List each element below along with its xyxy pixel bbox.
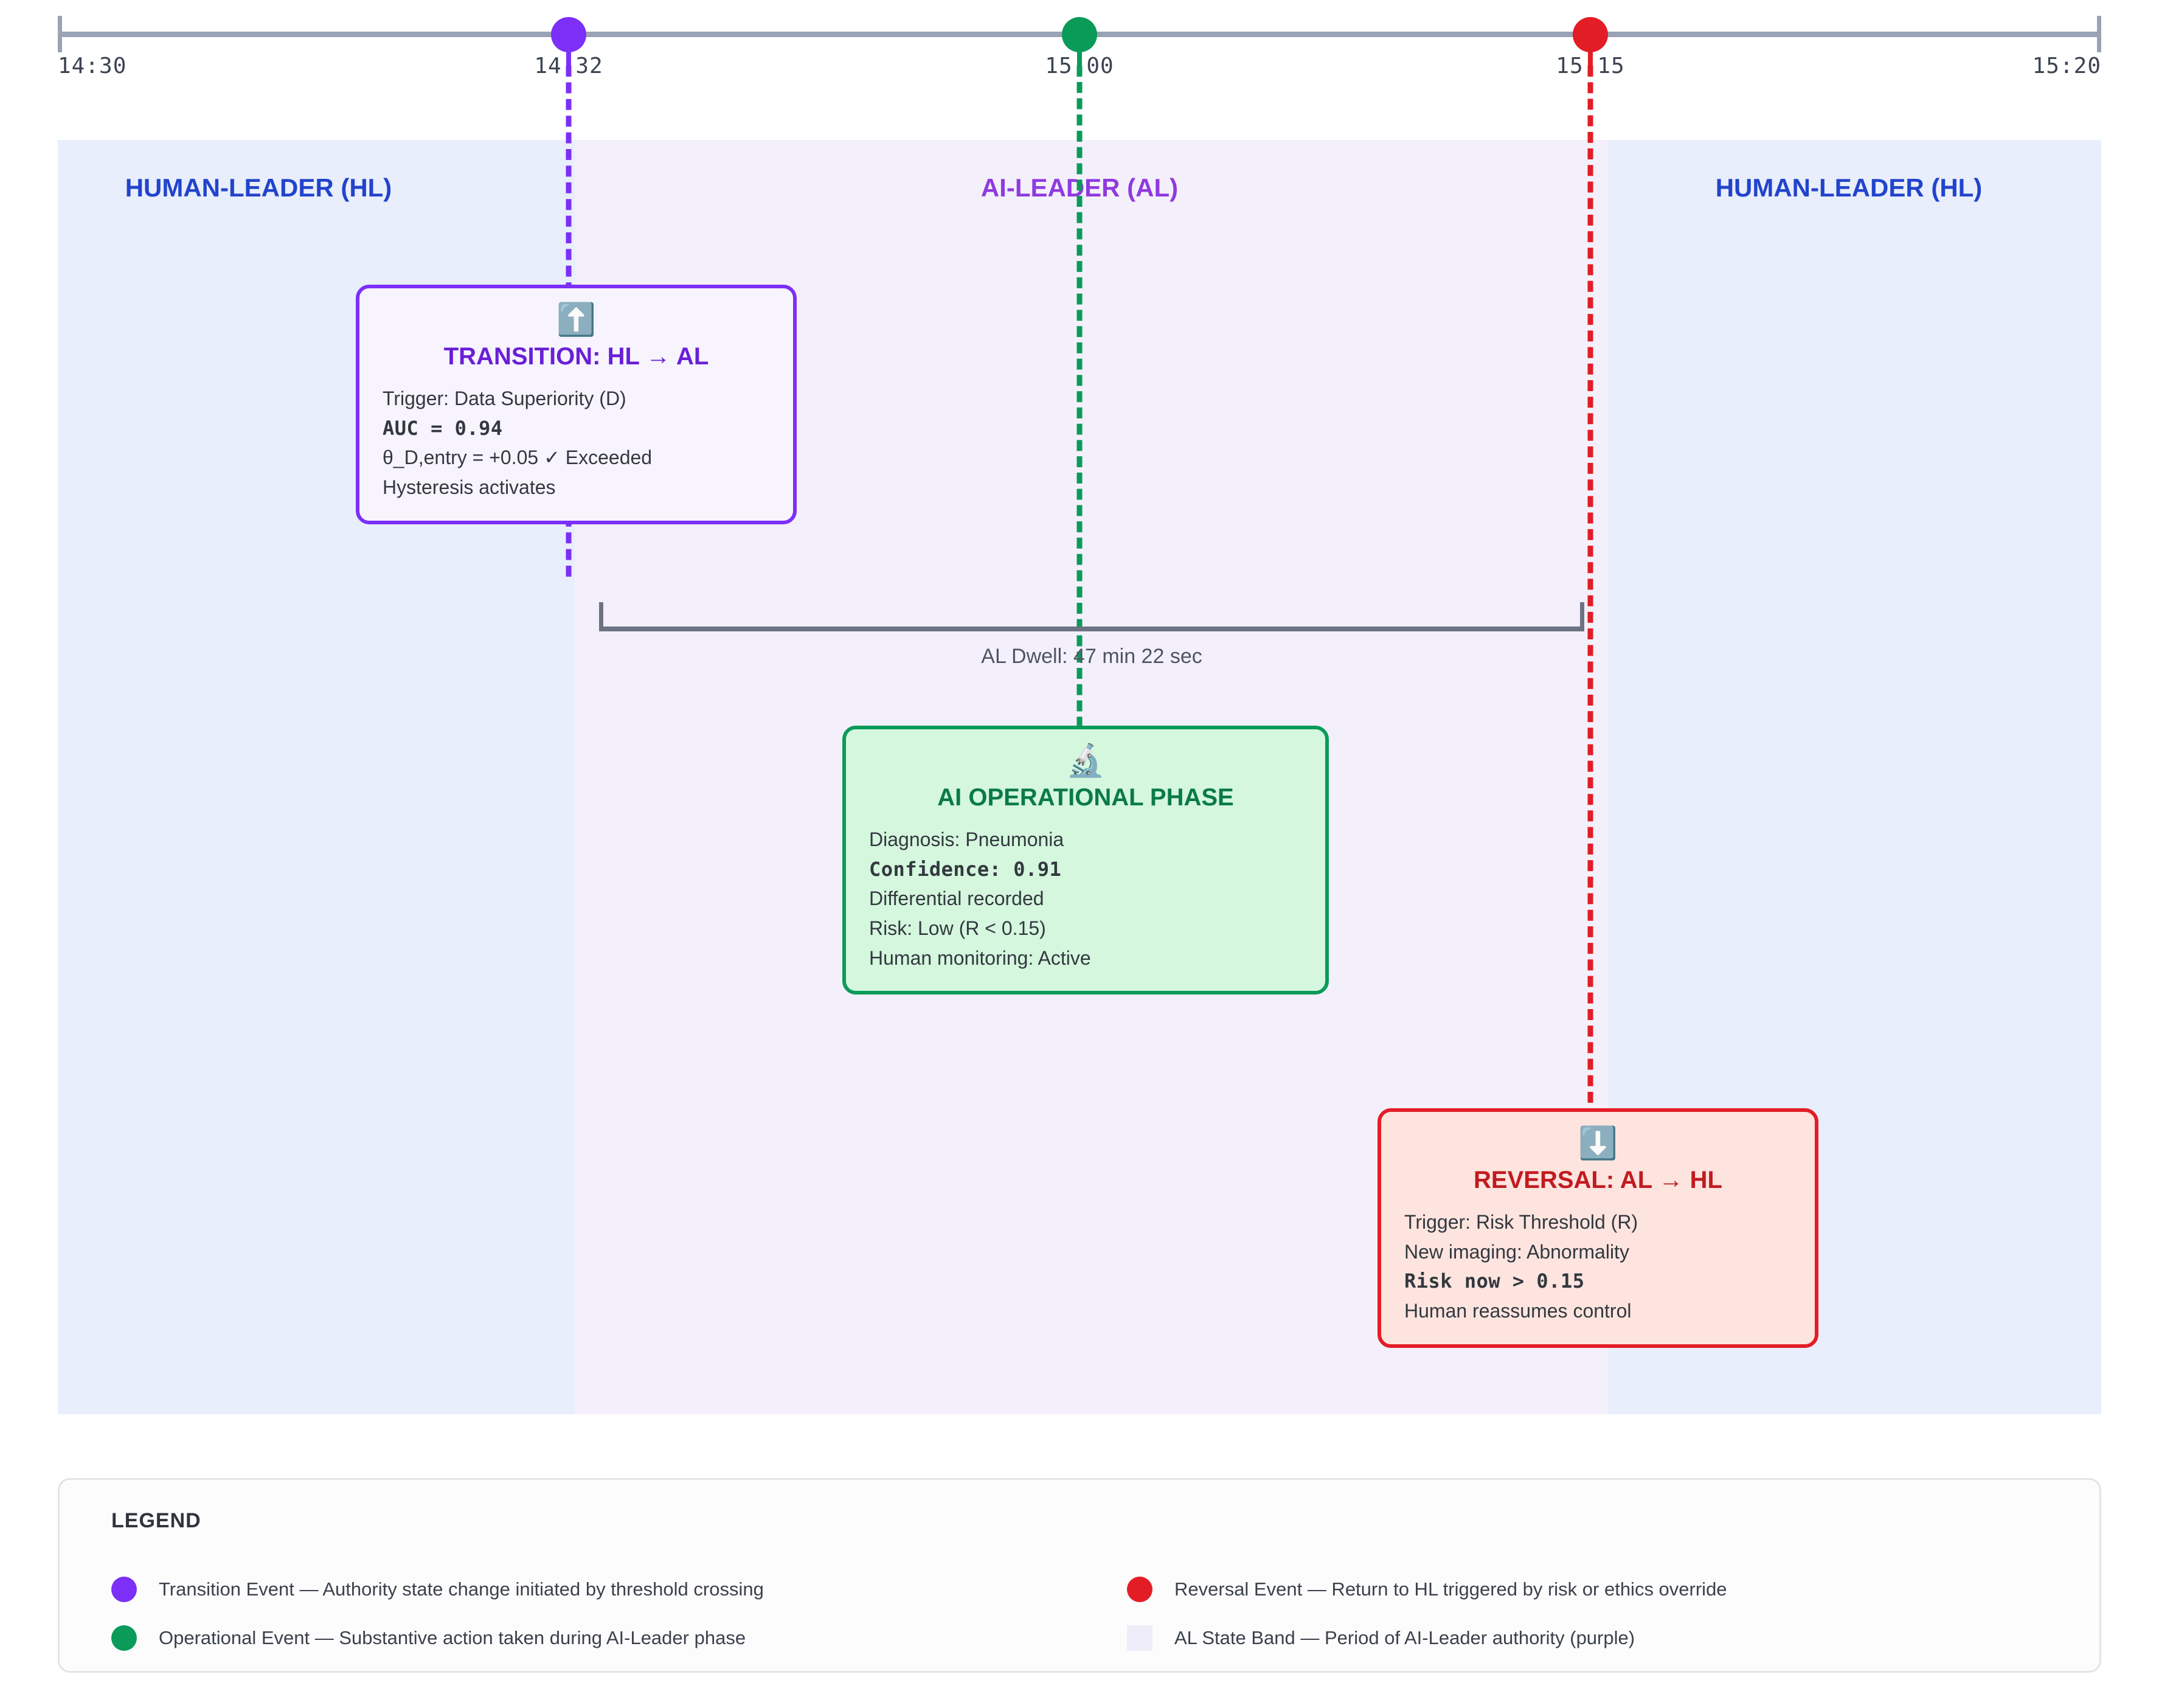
operational-card-line-5: Human monitoring: Active xyxy=(869,946,1091,969)
legend-item-operational: Operational Event — Substantive action t… xyxy=(111,1614,764,1662)
transition-card-line-2: AUC = 0.94 xyxy=(383,416,503,440)
legend-dot-operational xyxy=(111,1625,137,1651)
al-dwell-label: AL Dwell: 47 min 22 sec xyxy=(981,645,1202,668)
marker-stem-reversal xyxy=(1588,49,1593,66)
operational-card-line-2: Confidence: 0.91 xyxy=(869,857,1062,881)
legend-column-left: Transition Event — Authority state chang… xyxy=(111,1565,764,1662)
legend-dot-reversal xyxy=(1127,1577,1152,1602)
legend-dot-transition xyxy=(111,1577,137,1602)
arrow-up-badge-icon: ⬆️ xyxy=(556,302,596,338)
reversal-card-line-4: Human reassumes control xyxy=(1404,1299,1632,1322)
reversal-card-line-1: Trigger: Risk Threshold (R) xyxy=(1404,1211,1638,1233)
event-marker-transition[interactable] xyxy=(551,17,586,52)
transition-card-line-1: Trigger: Data Superiority (D) xyxy=(383,387,626,409)
al-dwell-bracket xyxy=(599,602,1584,631)
band-label-hl-right: HUMAN-LEADER (HL) xyxy=(1715,173,1983,202)
reversal-event-card[interactable]: ⬇️ REVERSAL: AL → HL Trigger: Risk Thres… xyxy=(1378,1108,1818,1348)
legend-column-right: Reversal Event — Return to HL triggered … xyxy=(1127,1565,1727,1662)
axis-tick-1430: 14:30 xyxy=(58,54,127,78)
reversal-card-line-3: Risk now > 0.15 xyxy=(1404,1269,1585,1293)
axis-tick-1520: 15:20 xyxy=(2032,54,2101,78)
legend-label-al-band: AL State Band — Period of AI-Leader auth… xyxy=(1174,1627,1635,1648)
microscope-icon: 🔬 xyxy=(1066,743,1106,779)
legend-label-operational: Operational Event — Substantive action t… xyxy=(159,1627,746,1648)
legend-panel: LEGEND Transition Event — Authority stat… xyxy=(58,1478,2101,1673)
legend-swatch-al-band xyxy=(1127,1625,1152,1651)
transition-event-card[interactable]: ⬆️ TRANSITION: HL → AL Trigger: Data Sup… xyxy=(356,285,797,524)
event-marker-reversal[interactable] xyxy=(1573,17,1608,52)
dwell-bar xyxy=(599,627,1584,631)
axis-cap-right xyxy=(2097,16,2101,52)
operational-card-title: AI OPERATIONAL PHASE xyxy=(937,784,1234,811)
legend-label-transition: Transition Event — Authority state chang… xyxy=(159,1578,764,1600)
marker-stem-operational xyxy=(1077,49,1082,66)
legend-title: LEGEND xyxy=(111,1509,201,1532)
operational-card-line-3: Differential recorded xyxy=(869,887,1044,910)
legend-item-reversal: Reversal Event — Return to HL triggered … xyxy=(1127,1565,1727,1614)
operational-card-line-1: Diagnosis: Pneumonia xyxy=(869,828,1064,850)
operational-event-card[interactable]: 🔬 AI OPERATIONAL PHASE Diagnosis: Pneumo… xyxy=(842,726,1329,995)
legend-item-transition: Transition Event — Authority state chang… xyxy=(111,1565,764,1614)
event-marker-operational[interactable] xyxy=(1062,17,1097,52)
transition-card-title: TRANSITION: HL → AL xyxy=(443,343,709,370)
reversal-card-title: REVERSAL: AL → HL xyxy=(1474,1167,1722,1193)
dwell-tip-left xyxy=(599,602,603,631)
legend-label-reversal: Reversal Event — Return to HL triggered … xyxy=(1174,1578,1727,1600)
transition-card-line-3: θ_D,entry = +0.05 ✓ Exceeded xyxy=(383,446,653,469)
transition-card-line-4: Hysteresis activates xyxy=(383,476,556,498)
dwell-tip-right xyxy=(1580,602,1584,631)
drop-line-reversal xyxy=(1587,66,1593,1103)
timeline-axis: 14:30 14:32 15:00 15:15 15:20 xyxy=(0,0,2159,140)
marker-stem-transition xyxy=(566,49,571,66)
drop-line-operational xyxy=(1076,66,1083,744)
legend-item-al-band: AL State Band — Period of AI-Leader auth… xyxy=(1127,1614,1727,1662)
band-label-hl-left: HUMAN-LEADER (HL) xyxy=(125,173,392,202)
operational-card-line-4: Risk: Low (R < 0.15) xyxy=(869,917,1046,939)
reversal-card-line-2: New imaging: Abnormality xyxy=(1404,1240,1629,1263)
axis-cap-left xyxy=(58,16,62,52)
arrow-down-badge-icon: ⬇️ xyxy=(1578,1126,1618,1161)
